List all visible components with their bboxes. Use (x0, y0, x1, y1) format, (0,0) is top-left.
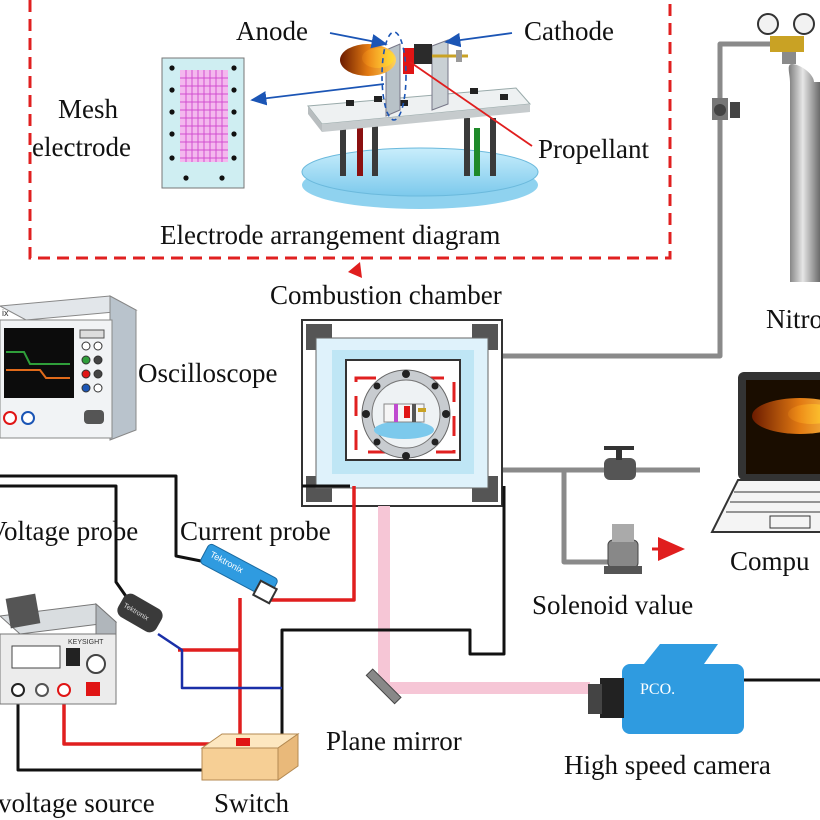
solenoid-valve-graphic (604, 524, 642, 574)
voltage-probe-label: Voltage probe (0, 516, 138, 546)
blue-wires (157, 632, 282, 690)
mesh-electrode-graphic (161, 57, 245, 189)
voltage-source-brand-text: KEYSIGHT (68, 639, 104, 646)
manual-valve (604, 446, 636, 480)
computer-label: Compu (730, 546, 810, 576)
voltage-probe-graphic: Tektronix (117, 593, 163, 633)
oscilloscope-label: Oscilloscope (138, 358, 277, 388)
switch-label: Switch (214, 788, 290, 818)
red-wires (62, 486, 356, 746)
combustion-chamber-label: Combustion chamber (270, 280, 502, 310)
high-speed-camera-label: High speed camera (564, 750, 771, 780)
cathode-arrow (444, 32, 513, 48)
nitrogen-label: Nitro (766, 304, 820, 334)
electrode-arrangement-title: Electrode arrangement diagram (160, 220, 500, 250)
nitrogen-bottle-graphic (757, 13, 820, 282)
mesh-electrode-label-line1: Mesh (58, 94, 118, 124)
electrode-rig-graphic (301, 31, 539, 209)
mesh-electrode-label-line2: electrode (32, 132, 131, 162)
propellant-label: Propellant (538, 134, 649, 164)
mesh-electrode-arrow (250, 83, 385, 106)
solenoid-valve-label: Solenoid value (532, 590, 693, 620)
camera-brand-text: PCO. (640, 681, 675, 698)
high-speed-camera-graphic: PCO. (588, 644, 820, 734)
plane-mirror-label: Plane mirror (326, 726, 462, 756)
propellant-leader (409, 61, 533, 147)
current-probe-graphic: Tektronix (200, 543, 279, 605)
plane-mirror-graphic (365, 668, 402, 705)
computer-graphic (710, 372, 820, 533)
combustion-chamber-graphic (301, 319, 503, 507)
voltage-source-graphic: KEYSIGHT (0, 593, 118, 705)
black-wires (0, 474, 506, 772)
voltage-source-label: voltage source (0, 788, 155, 818)
oscilloscope-brand-text: ix (2, 308, 9, 318)
nitrogen-line-valve (712, 98, 740, 120)
oscilloscope-graphic: ix (0, 295, 138, 441)
anode-arrow (329, 32, 388, 49)
switch-graphic (200, 733, 300, 781)
zoom-callout-arrowhead (348, 262, 362, 278)
current-probe-label: Current probe (180, 516, 331, 546)
anode-label: Anode (236, 16, 308, 46)
electrode-arrangement-panel: Anode Cathode Mesh electrode Propellant … (28, 0, 672, 260)
optical-path (378, 506, 590, 694)
dashed-border (28, 0, 672, 260)
cathode-label: Cathode (524, 16, 614, 46)
gas-pipes (500, 41, 770, 565)
